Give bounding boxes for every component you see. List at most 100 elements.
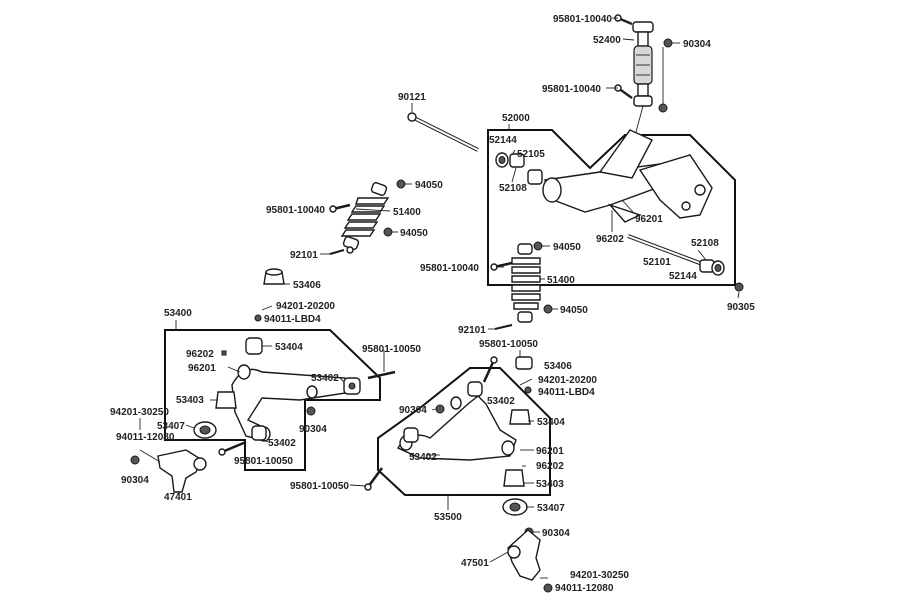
label-51400: 51400 bbox=[393, 207, 421, 218]
bushing bbox=[251, 425, 267, 441]
bushing bbox=[509, 153, 525, 168]
label-95801-10040: 95801-10040 bbox=[420, 263, 479, 274]
upper-bolt bbox=[614, 14, 633, 26]
bushing bbox=[403, 427, 419, 443]
bushing bbox=[245, 337, 263, 355]
left-a-arm-frame bbox=[164, 329, 381, 471]
label-94011-12080: 94011-12080 bbox=[555, 583, 614, 594]
label-95801-10050: 95801-10050 bbox=[479, 339, 538, 350]
label-53400: 53400 bbox=[164, 308, 192, 319]
label-47501: 47501 bbox=[461, 558, 489, 569]
label-52108: 52108 bbox=[691, 238, 719, 249]
label-90304: 90304 bbox=[683, 39, 711, 50]
bolt-icon bbox=[490, 261, 513, 271]
right-steering-knuckle bbox=[507, 529, 541, 581]
label-90304: 90304 bbox=[299, 424, 327, 435]
label-96201: 96201 bbox=[536, 446, 564, 457]
rear-shock-absorber bbox=[632, 21, 654, 107]
swingarm bbox=[542, 129, 713, 223]
label-96202: 96202 bbox=[536, 461, 564, 472]
bolt-icon bbox=[494, 324, 513, 330]
nut-icon bbox=[533, 241, 543, 251]
label-52101: 52101 bbox=[643, 257, 671, 268]
nut-icon bbox=[130, 455, 140, 465]
label-94011-12080: 94011-12080 bbox=[116, 432, 175, 443]
leader-lines bbox=[139, 17, 740, 563]
nut-icon bbox=[734, 282, 744, 292]
left-front-shock bbox=[340, 182, 390, 254]
bushing bbox=[263, 268, 285, 285]
bushing bbox=[515, 356, 533, 370]
label-94050: 94050 bbox=[415, 180, 443, 191]
label-92101: 92101 bbox=[290, 250, 318, 261]
label-52108: 52108 bbox=[499, 183, 527, 194]
nut-icon bbox=[396, 179, 406, 189]
ball-joint bbox=[502, 498, 528, 516]
ball-joint bbox=[193, 421, 217, 439]
bolt-icon bbox=[367, 370, 396, 380]
label-92101: 92101 bbox=[458, 325, 486, 336]
label-53407: 53407 bbox=[157, 421, 185, 432]
label-51400: 51400 bbox=[547, 275, 575, 286]
bushing bbox=[509, 409, 531, 425]
label-95801-10040: 95801-10040 bbox=[542, 84, 601, 95]
label-52400: 52400 bbox=[593, 35, 621, 46]
label-95801-10050: 95801-10050 bbox=[362, 344, 421, 355]
label-90304: 90304 bbox=[542, 528, 570, 539]
label-94011-LBD4: 94011-LBD4 bbox=[264, 314, 321, 325]
bolt-icon bbox=[218, 440, 247, 456]
left-steering-knuckle bbox=[157, 449, 207, 493]
bolt-icon bbox=[329, 249, 345, 255]
label-94011-LBD4: 94011-LBD4 bbox=[538, 387, 595, 398]
bolt-icon bbox=[482, 356, 498, 383]
label-96201: 96201 bbox=[635, 214, 663, 225]
label-94201-20200: 94201-20200 bbox=[276, 301, 335, 312]
part-labels: 95801-10040 52400 90304 95801-10040 9012… bbox=[110, 14, 755, 594]
label-96202: 96202 bbox=[186, 349, 214, 360]
label-95801-10050: 95801-10050 bbox=[234, 456, 293, 467]
lower-bolt bbox=[614, 84, 633, 100]
label-90305: 90305 bbox=[727, 302, 755, 313]
label-96202: 96202 bbox=[596, 234, 624, 245]
nut-icon bbox=[543, 583, 553, 593]
label-53500: 53500 bbox=[434, 512, 462, 523]
nut-icon bbox=[663, 38, 673, 48]
washer-icon bbox=[498, 156, 506, 164]
label-53402: 53402 bbox=[311, 373, 339, 384]
right-a-arm-frame bbox=[377, 367, 551, 496]
label-90304: 90304 bbox=[121, 475, 149, 486]
nut-icon bbox=[658, 103, 668, 113]
right-front-shock bbox=[511, 243, 541, 323]
label-52144: 52144 bbox=[669, 271, 697, 282]
label-94050: 94050 bbox=[400, 228, 428, 239]
label-52105: 52105 bbox=[517, 149, 545, 160]
bushing bbox=[467, 381, 483, 397]
label-53404: 53404 bbox=[537, 417, 565, 428]
bushing bbox=[527, 169, 543, 185]
bushing bbox=[215, 391, 237, 409]
pin-icon bbox=[221, 350, 227, 356]
label-53402: 53402 bbox=[409, 452, 437, 463]
nut-icon bbox=[435, 404, 445, 414]
label-90304: 90304 bbox=[399, 405, 427, 416]
label-52144: 52144 bbox=[489, 135, 517, 146]
label-94050: 94050 bbox=[560, 305, 588, 316]
label-53403: 53403 bbox=[176, 395, 204, 406]
label-53406: 53406 bbox=[544, 361, 572, 372]
pivot-axle bbox=[407, 112, 479, 152]
label-53402: 53402 bbox=[487, 396, 515, 407]
nut-icon bbox=[543, 304, 553, 314]
bolt-icon bbox=[329, 203, 351, 213]
washer-icon bbox=[714, 264, 722, 272]
label-90121: 90121 bbox=[398, 92, 426, 103]
label-94201-30250: 94201-30250 bbox=[110, 407, 169, 418]
label-95801-10040: 95801-10040 bbox=[553, 14, 612, 25]
label-95801-10040: 95801-10040 bbox=[266, 205, 325, 216]
label-53404: 53404 bbox=[275, 342, 303, 353]
rear-axle-rod bbox=[627, 234, 706, 267]
bolt-icon bbox=[364, 467, 384, 491]
label-53407: 53407 bbox=[537, 503, 565, 514]
nut-icon bbox=[524, 386, 532, 394]
label-94201-30250: 94201-30250 bbox=[570, 570, 629, 581]
